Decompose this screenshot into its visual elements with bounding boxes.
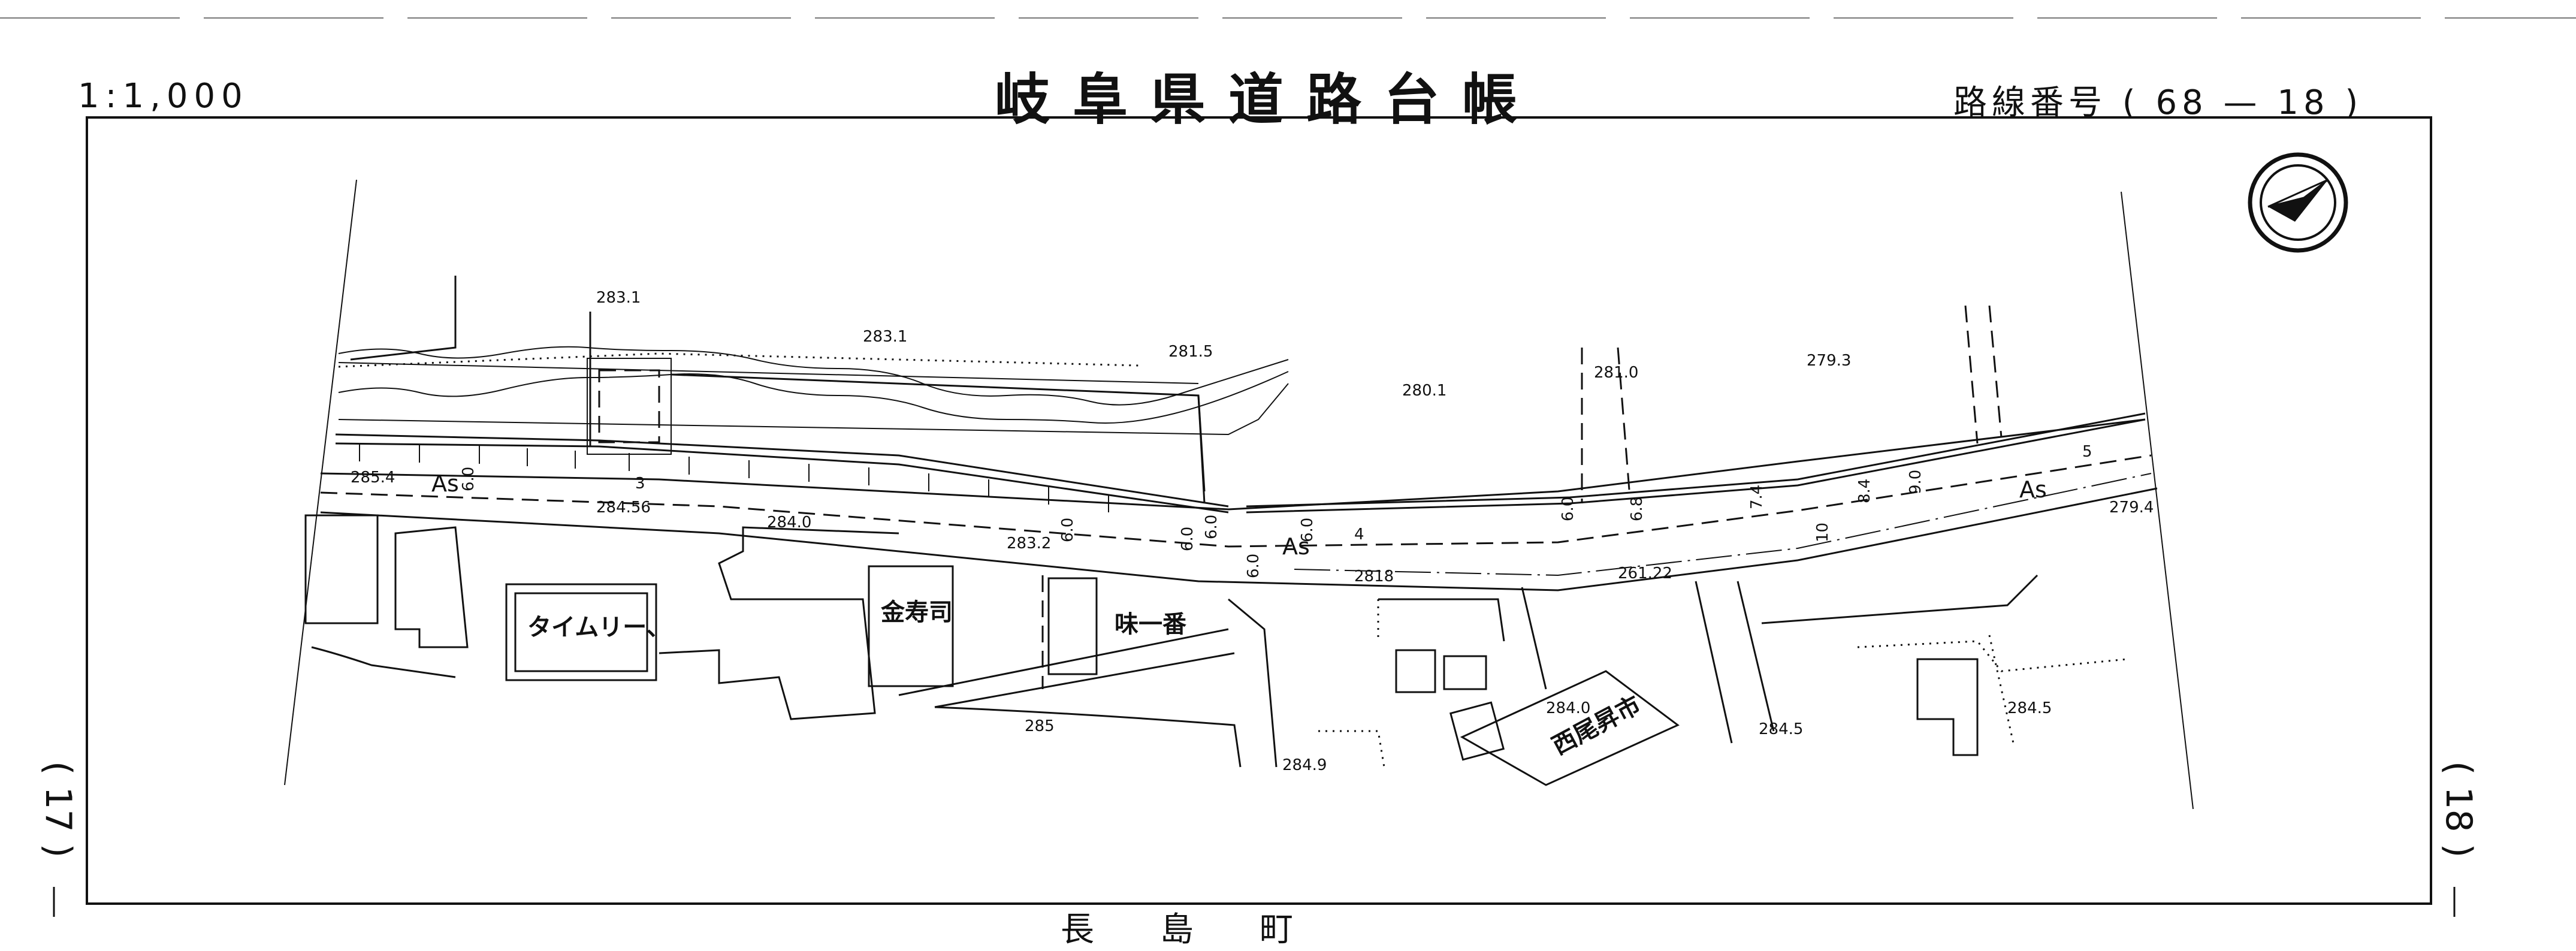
width-label: 6.0 [460, 467, 478, 491]
river-wave-1 [338, 346, 1289, 406]
slope-marks-north [359, 443, 1109, 512]
building-se [1916, 658, 1979, 756]
elevation-label: 284.5 [2007, 699, 2052, 717]
width-label: 7.4 [1748, 485, 1766, 509]
page-number-left: ( 17 ) [37, 761, 79, 858]
building-ajiichiban [1047, 577, 1098, 675]
width-label: 6.8 [1628, 497, 1646, 521]
yard-enclosure [587, 358, 672, 455]
building-outline-nw [350, 276, 457, 361]
label-kinjuji: 金寿司 [880, 599, 953, 626]
road-edge-north [320, 418, 2146, 511]
label-timely: タイムリー、 [527, 614, 671, 641]
building-timely [514, 592, 648, 672]
width-label: 6.0 [1298, 518, 1316, 542]
building-kinjuji [868, 565, 954, 687]
width-label: 5 [2082, 443, 2092, 461]
elevation-label: 279.4 [2109, 499, 2154, 517]
building-row [659, 526, 899, 720]
road-surface-as-3: As [2019, 476, 2047, 503]
elevation-label: 281.5 [1168, 343, 1213, 361]
map-scale: 1:1,000 [78, 77, 249, 116]
elevation-label: 281.0 [1594, 364, 1638, 382]
width-labels: 6.0 3 6.0 6.0 6.0 6.0 4 6.0 6.0 6.8 7.4 … [460, 443, 2092, 578]
north-arrow [2248, 152, 2348, 253]
area-boundary-right [2121, 191, 2194, 810]
elevation-label: 284.56 [596, 499, 651, 517]
width-label: 6.0 [1059, 518, 1077, 542]
elevation-label: 284.9 [1282, 756, 1327, 774]
chainage-label: 261.22 [1618, 564, 1672, 582]
elevation-label: 283.1 [596, 289, 641, 307]
width-label: 6.0 [1179, 527, 1197, 551]
river-wave-2 [338, 371, 1289, 424]
road-edge-south [320, 487, 2158, 591]
page-title: 岐阜県道路台帳 [995, 68, 1541, 132]
shoulder-north [335, 433, 1229, 508]
width-label: 6.0 [1559, 497, 1577, 521]
elevation-labels: 283.1 283.1 281.5 280.1 281.0 279.3 285.… [351, 289, 2154, 774]
width-label: 9.0 [1907, 470, 1925, 494]
elevation-label: 279.3 [1807, 352, 1851, 370]
route-number: 路線番号 ( 68 — 18 ) [1953, 83, 2363, 122]
road-centerline [320, 454, 2152, 548]
elevation-label: 283.1 [863, 328, 907, 346]
chainage-label: 2818 [1354, 567, 1394, 585]
channel-2 [1964, 305, 1979, 444]
building-nishio [1460, 670, 1680, 786]
building-sw-1 [304, 514, 379, 624]
elevation-label: 284.0 [1546, 699, 1590, 717]
road-surface-as-1: As [431, 470, 459, 497]
road-surface-as-2: As [1282, 533, 1310, 560]
elevation-label: 283.2 [1007, 535, 1051, 553]
width-label: 6.0 [1245, 554, 1263, 578]
elevation-label: 285 [1025, 717, 1055, 735]
building-small-1 [1395, 649, 1436, 693]
width-label: 10 [1814, 523, 1832, 542]
elevation-label: 285.4 [351, 469, 395, 487]
page-number-right: ( 18 ) [2438, 761, 2480, 858]
elevation-label: 280.1 [1402, 382, 1446, 400]
area-boundary-left [284, 179, 357, 786]
building-sw-2 [394, 526, 469, 648]
label-ajiichiban: 味一番 [1115, 611, 1186, 638]
width-label: 3 [635, 475, 645, 493]
building-small-2 [1443, 655, 1487, 690]
elevation-label: 284.5 [1759, 720, 1803, 738]
elevation-label: 284.0 [767, 514, 811, 532]
width-label: 4 [1354, 526, 1364, 544]
width-label: 8.4 [1856, 479, 1874, 503]
map-frame [86, 116, 2432, 905]
width-label: 6.0 [1203, 515, 1221, 539]
